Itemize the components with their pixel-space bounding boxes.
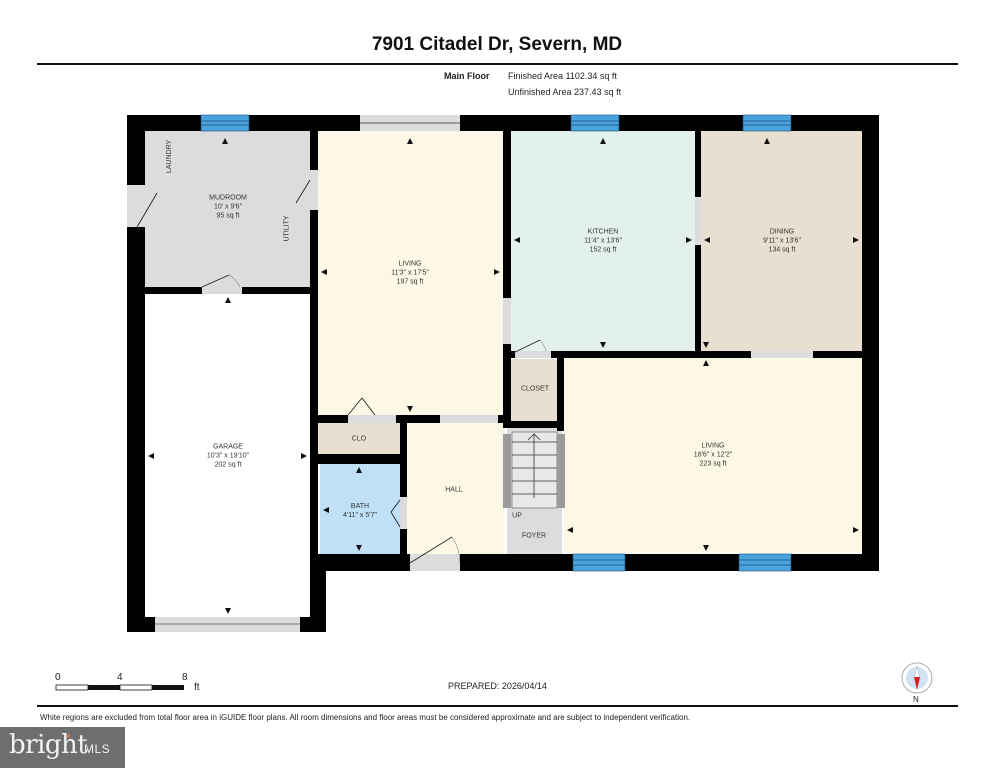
room-name: CLO — [351, 435, 367, 443]
stairs-up-label: UP — [512, 512, 522, 520]
compass-icon — [901, 662, 933, 694]
scale-tick-4: 4 — [117, 672, 123, 683]
room-label-hall: HALL — [445, 486, 463, 495]
room-fill-clo — [318, 423, 400, 454]
room-dims: 4'11" x 5'7" — [343, 512, 377, 519]
disclaimer: White regions are excluded from total fl… — [40, 713, 691, 722]
footer-divider — [37, 705, 958, 707]
logo-text: bright — [9, 730, 88, 760]
bright-mls-logo: bright + MLS — [0, 727, 125, 768]
room-label-garage: GARAGE 10'3" x 19'10" 202 sq ft — [207, 443, 249, 470]
room-dims: 11'4" x 13'6" — [584, 237, 622, 245]
window — [570, 114, 620, 132]
room-dims: 10' x 9'6" — [213, 203, 243, 211]
room-name: LIVING — [701, 442, 725, 450]
room-area: 197 sq ft — [396, 278, 424, 286]
window — [572, 553, 626, 572]
room-area: 202 sq ft — [214, 461, 242, 469]
finished-area: Finished Area 1102.34 sq ft — [508, 71, 617, 81]
room-label-foyer: FOYER — [522, 532, 546, 541]
room-dims: 18'6" x 12'2" — [693, 451, 733, 459]
room-dims: 9'11" x 13'6" — [763, 237, 801, 245]
room-area: 223 sq ft — [699, 460, 727, 468]
room-label-living-2: LIVING 18'6" x 12'2" 223 sq ft — [694, 442, 732, 469]
windows — [200, 114, 792, 572]
room-area: 134 sq ft — [768, 246, 796, 254]
scale-bar: 0 4 8 ft — [55, 672, 215, 693]
room-fill-closet — [511, 359, 557, 421]
room-fill-living-1 — [318, 131, 503, 415]
room-name: KITCHEN — [587, 228, 619, 236]
stairs — [511, 431, 558, 509]
room-label-clo: CLO — [352, 435, 366, 444]
room-fill-mudroom — [145, 131, 310, 287]
room-area: 152 sq ft — [589, 246, 617, 254]
room-fill-garage — [145, 294, 310, 617]
title-divider — [37, 63, 958, 65]
room-area: 95 sq ft — [216, 212, 240, 220]
room-label-bath: BATH 4'11" x 5'7" — [343, 502, 377, 520]
room-name: FOYER — [521, 532, 547, 540]
room-label-living-1: LIVING 11'3" x 17'5" 197 sq ft — [391, 260, 429, 287]
room-name: HALL — [445, 486, 463, 494]
room-fill-dining — [701, 131, 862, 351]
room-fill-kitchen — [511, 131, 695, 351]
room-name: CLOSET — [520, 385, 550, 393]
logo-sub: MLS — [84, 742, 111, 756]
room-fill-living-2 — [564, 357, 862, 553]
laundry-label: LAUNDRY — [166, 139, 174, 174]
room-dims: 10'3" x 19'10" — [206, 452, 250, 460]
scale-unit: ft — [194, 682, 200, 693]
window — [742, 114, 792, 132]
scale-bar-graphic — [55, 684, 184, 691]
room-name: BATH — [350, 503, 370, 510]
prepared-date: PREPARED: 2026/04/14 — [448, 681, 547, 691]
compass: N — [900, 661, 934, 705]
room-label-dining: DINING 9'11" x 13'6" 134 sq ft — [763, 228, 801, 255]
scale-tick-0: 0 — [55, 672, 61, 683]
room-name: GARAGE — [213, 443, 243, 451]
compass-north-label: N — [913, 695, 919, 704]
unfinished-area: Unfinished Area 237.43 sq ft — [508, 87, 622, 97]
room-label-mudroom: MUDROOM 10' x 9'6" 95 sq ft — [209, 194, 247, 221]
room-name: LIVING — [398, 260, 422, 268]
logo-plus-icon: + — [66, 731, 72, 741]
scale-tick-8: 8 — [182, 672, 188, 683]
floor-name: Main Floor — [444, 71, 490, 81]
room-name: MUDROOM — [209, 194, 247, 202]
page-title: 7901 Citadel Dr, Severn, MD — [371, 34, 623, 55]
room-dims: 11'3" x 17'5" — [391, 269, 429, 277]
room-label-kitchen: KITCHEN 11'4" x 13'6" 152 sq ft — [584, 228, 622, 255]
window — [200, 114, 250, 132]
room-fill-hall — [407, 423, 505, 554]
utility-label: UTILITY — [283, 215, 291, 242]
room-fill-bath — [320, 464, 400, 554]
window — [738, 553, 792, 572]
room-name: DINING — [769, 228, 795, 236]
room-label-closet: CLOSET — [521, 385, 549, 394]
